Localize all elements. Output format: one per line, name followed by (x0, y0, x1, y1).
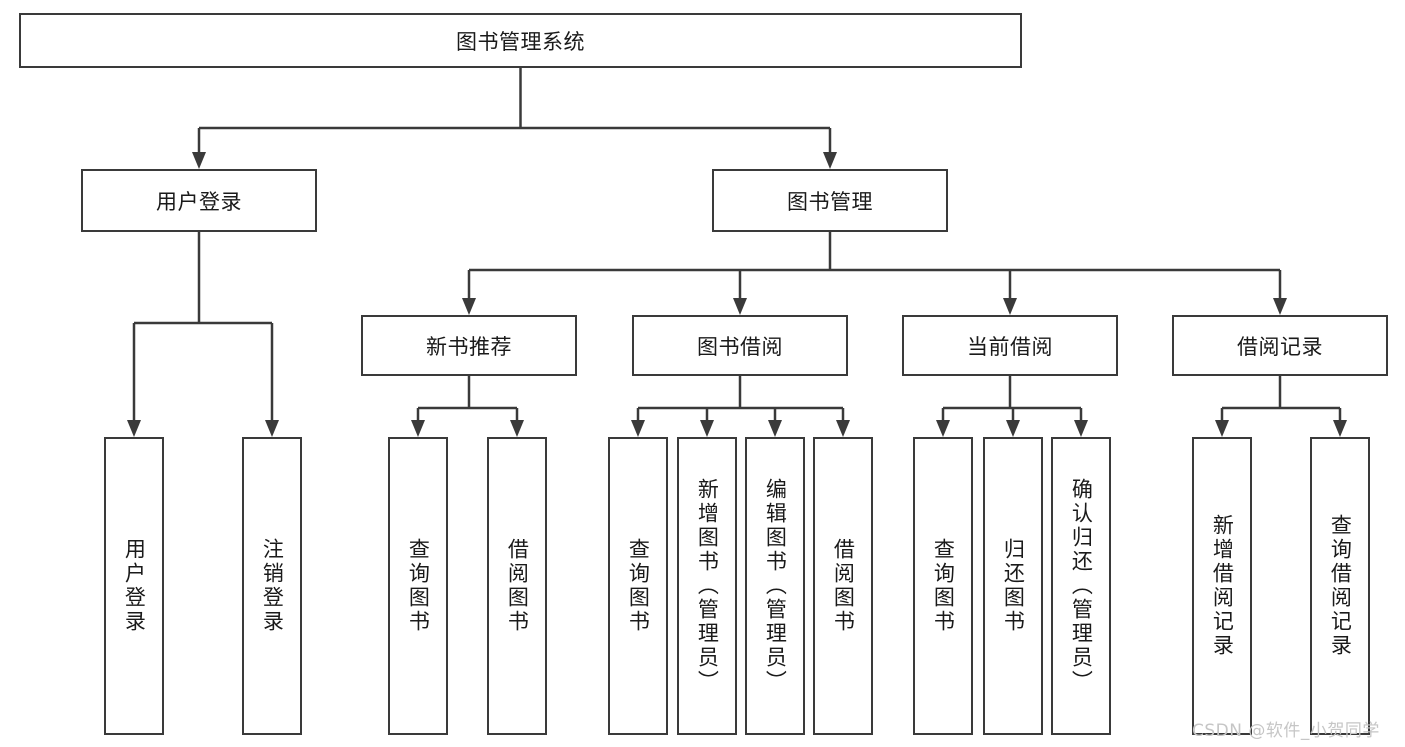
node-leaf-query-book-3[interactable]: 查询图书 (913, 437, 973, 735)
node-new-book-recommend[interactable]: 新书推荐 (361, 315, 577, 376)
edge-arrow-book-borrow-to-leaf-add-book-head (700, 420, 714, 437)
edge-arrow-current-borrow-to-leaf-return-book-head (1006, 420, 1020, 437)
node-label: 借阅记录 (1237, 334, 1323, 359)
node-label: 查询图书 (626, 538, 651, 634)
node-book-management[interactable]: 图书管理 (712, 169, 948, 232)
node-label: 查询图书 (406, 538, 431, 634)
node-label: 图书管理系统 (456, 29, 585, 54)
node-leaf-query-record[interactable]: 查询借阅记录 (1310, 437, 1370, 735)
node-leaf-query-book-1[interactable]: 查询图书 (388, 437, 448, 735)
node-label: 图书管理 (787, 189, 873, 214)
edge-arrow-book-borrow-to-leaf-borrow-book-2-head (836, 420, 850, 437)
edge-arrow-borrow-record-to-leaf-add-record-head (1215, 420, 1229, 437)
node-user-login[interactable]: 用户登录 (81, 169, 317, 232)
node-label: 当前借阅 (967, 334, 1053, 359)
node-label: 注销登录 (260, 538, 285, 634)
edge-arrow-new-book-recommend-to-leaf-query-book-1-head (411, 420, 425, 437)
node-label: 借阅图书 (831, 538, 856, 634)
edge-arrow-root-to-book-management-head (823, 152, 837, 169)
edge-arrow-book-management-to-borrow-record-head (1273, 298, 1287, 315)
node-leaf-confirm-return[interactable]: 确认归还（管理员） (1051, 437, 1111, 735)
node-borrow-record[interactable]: 借阅记录 (1172, 315, 1388, 376)
edge-arrow-current-borrow-to-leaf-confirm-return-head (1074, 420, 1088, 437)
node-label: 新增图书（管理员） (695, 478, 720, 694)
node-label: 确认归还（管理员） (1069, 478, 1094, 694)
node-leaf-add-record[interactable]: 新增借阅记录 (1192, 437, 1252, 735)
node-leaf-edit-book[interactable]: 编辑图书（管理员） (745, 437, 805, 735)
node-leaf-borrow-book-2[interactable]: 借阅图书 (813, 437, 873, 735)
edge-arrow-borrow-record-to-leaf-query-record-head (1333, 420, 1347, 437)
node-current-borrow[interactable]: 当前借阅 (902, 315, 1118, 376)
node-label: 查询借阅记录 (1328, 514, 1353, 658)
edge-arrow-book-management-to-current-borrow-head (1003, 298, 1017, 315)
edge-arrow-book-borrow-to-leaf-query-book-2-head (631, 420, 645, 437)
node-leaf-user-login[interactable]: 用户登录 (104, 437, 164, 735)
edge-arrow-user-login-to-leaf-logout-head (265, 420, 279, 437)
node-label: 查询图书 (931, 538, 956, 634)
edge-arrow-book-management-to-book-borrow-head (733, 298, 747, 315)
node-leaf-add-book[interactable]: 新增图书（管理员） (677, 437, 737, 735)
node-label: 用户登录 (122, 538, 147, 634)
edge-arrow-book-management-to-new-book-recommend-head (462, 298, 476, 315)
node-label: 归还图书 (1001, 538, 1026, 634)
node-label: 新书推荐 (426, 334, 512, 359)
edge-arrow-user-login-to-leaf-user-login-head (127, 420, 141, 437)
node-label: 新增借阅记录 (1210, 514, 1235, 658)
node-leaf-logout[interactable]: 注销登录 (242, 437, 302, 735)
node-leaf-borrow-book-1[interactable]: 借阅图书 (487, 437, 547, 735)
edge-arrow-book-borrow-to-leaf-edit-book-head (768, 420, 782, 437)
node-label: 用户登录 (156, 189, 242, 214)
edge-arrow-root-to-user-login-head (192, 152, 206, 169)
edge-arrow-current-borrow-to-leaf-query-book-3-head (936, 420, 950, 437)
node-label: 借阅图书 (505, 538, 530, 634)
node-leaf-query-book-2[interactable]: 查询图书 (608, 437, 668, 735)
edge-arrow-new-book-recommend-to-leaf-borrow-book-1-head (510, 420, 524, 437)
node-label: 图书借阅 (697, 334, 783, 359)
node-label: 编辑图书（管理员） (763, 478, 788, 694)
node-root[interactable]: 图书管理系统 (19, 13, 1022, 68)
node-leaf-return-book[interactable]: 归还图书 (983, 437, 1043, 735)
node-book-borrow[interactable]: 图书借阅 (632, 315, 848, 376)
csdn-watermark: CSDN @软件_小贺同学 (1192, 721, 1380, 741)
